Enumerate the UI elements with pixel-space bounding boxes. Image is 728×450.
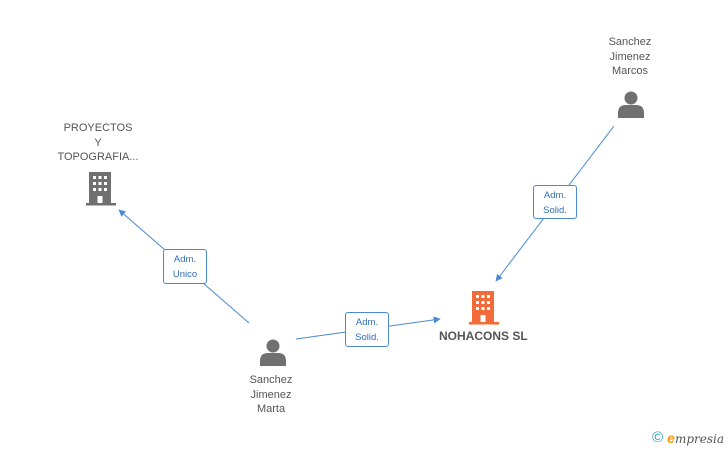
relation-line: Adm.	[173, 254, 197, 265]
brand-logo-text: mpresia	[674, 431, 724, 446]
person-label-marta[interactable]: Sanchez Jimenez Marta	[237, 373, 305, 417]
label-line: Jimenez	[609, 50, 651, 63]
label-line: Sanchez	[249, 374, 293, 386]
company-label-main[interactable]: NOHACONS SL	[439, 329, 528, 343]
relation-badge-marta-main[interactable]: Adm. Solid.	[345, 312, 389, 347]
label-line: Jimenez	[250, 388, 292, 401]
relation-badge-marta-proyectos[interactable]: Adm. Unico	[163, 249, 207, 284]
label-line: Marcos	[611, 65, 649, 77]
copyright-symbol: ©	[652, 429, 664, 446]
brand-watermark: © empresia	[652, 429, 724, 446]
relation-line: Solid.	[543, 205, 567, 216]
label-line: TOPOGRAFIA...	[57, 151, 139, 163]
relation-badge-marcos-main[interactable]: Adm. Solid.	[533, 185, 577, 219]
person-label-marcos[interactable]: Sanchez Jimenez Marcos	[596, 35, 664, 79]
person-icon[interactable]	[618, 91, 644, 119]
company-label-proyectos[interactable]: PROYECTOS Y TOPOGRAFIA...	[52, 121, 144, 165]
building-icon[interactable]	[86, 172, 116, 206]
relation-line: Solid.	[355, 332, 379, 343]
label-line: Sanchez	[608, 36, 652, 48]
relation-line: Adm.	[543, 190, 567, 201]
main-building-icon[interactable]	[469, 291, 499, 325]
label-line: Y	[94, 136, 102, 149]
label-line: Marta	[256, 403, 286, 415]
person-icon[interactable]	[260, 339, 286, 367]
brand-logo-initial: e	[667, 429, 675, 446]
relation-line: Adm.	[355, 317, 379, 328]
relation-line: Unico	[172, 269, 198, 280]
brand-logo: empresia	[667, 430, 724, 446]
label-line: PROYECTOS	[63, 122, 133, 134]
